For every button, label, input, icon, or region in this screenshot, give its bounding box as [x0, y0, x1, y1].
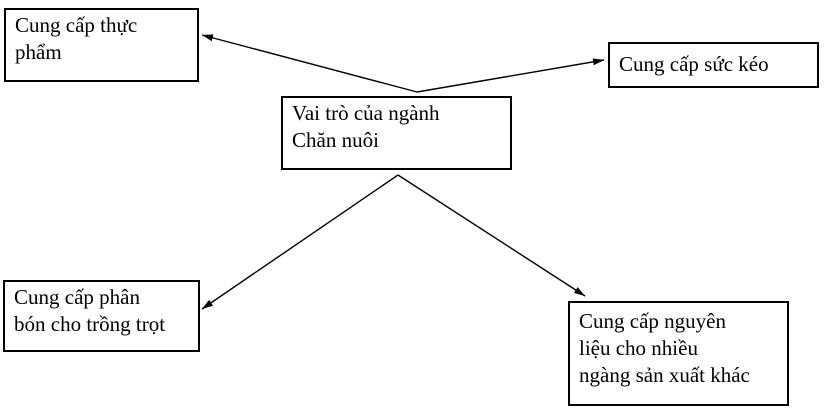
node-raw-materials: Cung cấp nguyên liệu cho nhiều ngàng sản… [568, 301, 789, 406]
node-role-of-livestock: Vai trò của ngành Chăn nuôi [281, 96, 512, 170]
node-role-of-livestock-label: Vai trò của ngành Chăn nuôi [292, 101, 440, 152]
node-draft-power: Cung cấp sức kéo [608, 42, 819, 88]
arrow-center-to-food [201, 34, 418, 93]
node-fertilizer-label: Cung cấp phân bón cho trồng trọt [14, 285, 166, 336]
node-food: Cung cấp thực phẩm [4, 8, 199, 82]
arrow-center-to-draft-power [416, 58, 605, 93]
node-food-label: Cung cấp thực phẩm [15, 13, 138, 64]
node-draft-power-label: Cung cấp sức kéo [619, 52, 769, 76]
node-raw-materials-label: Cung cấp nguyên liệu cho nhiều ngàng sản… [579, 309, 750, 387]
arrow-center-to-fertilizer [201, 174, 399, 310]
arrow-center-to-raw-materials [397, 174, 586, 297]
node-fertilizer: Cung cấp phân bón cho trồng trọt [3, 280, 200, 352]
